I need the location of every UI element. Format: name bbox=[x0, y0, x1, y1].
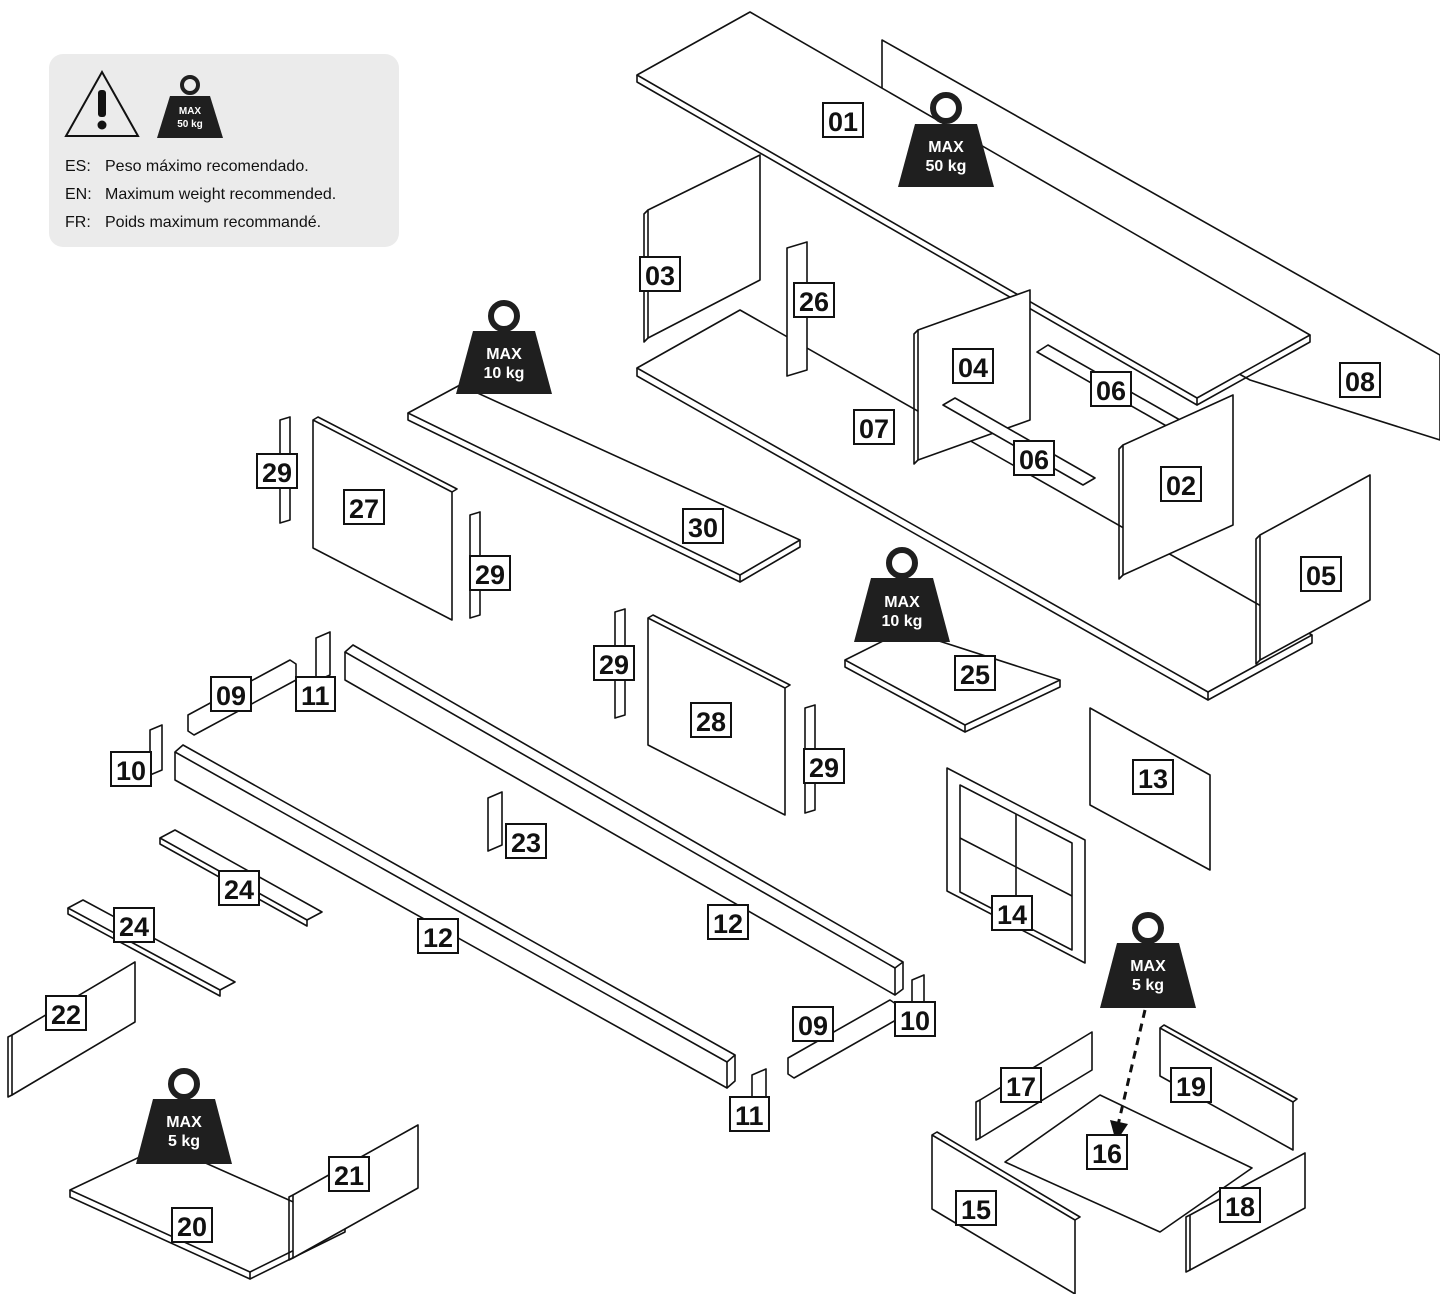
part-25-shelf bbox=[844, 629, 1061, 726]
part-label-11-b: 11 bbox=[729, 1096, 770, 1132]
load-arrow bbox=[1116, 1009, 1147, 1126]
part-16-drawer-bottom bbox=[1004, 1094, 1253, 1233]
part-label-09-b: 09 bbox=[792, 1006, 835, 1042]
lang-code: FR: bbox=[65, 214, 91, 231]
legend-text: Poids maximum recommandé. bbox=[105, 214, 322, 231]
part-label-30: 30 bbox=[682, 508, 725, 544]
part-label-09-a: 09 bbox=[210, 676, 253, 712]
lang-code: EN: bbox=[65, 186, 92, 203]
part-label-06-b: 06 bbox=[1013, 440, 1056, 476]
part-label-19: 19 bbox=[1170, 1067, 1213, 1103]
part-label-23: 23 bbox=[505, 823, 548, 859]
part-label-16: 16 bbox=[1086, 1134, 1129, 1170]
part-label-14: 14 bbox=[991, 895, 1034, 931]
part-label-04: 04 bbox=[952, 348, 995, 384]
part-label-11-a: 11 bbox=[295, 676, 336, 712]
part-label-29-c: 29 bbox=[593, 645, 636, 681]
part-19-drawer-back bbox=[1159, 1027, 1294, 1151]
part-label-29-a: 29 bbox=[256, 453, 299, 489]
part-label-05: 05 bbox=[1300, 556, 1343, 592]
part-label-28: 28 bbox=[690, 702, 733, 738]
legend-line-en: EN: Maximum weight recommended. bbox=[65, 186, 336, 204]
part-24-board-b bbox=[67, 899, 236, 991]
part-label-24-b: 24 bbox=[113, 907, 156, 943]
legend-icons: MAX 50 kg bbox=[64, 69, 223, 138]
part-label-15: 15 bbox=[955, 1190, 998, 1226]
part-label-03: 03 bbox=[639, 256, 682, 292]
legend-text: Maximum weight recommended. bbox=[105, 186, 337, 203]
part-label-17: 17 bbox=[1000, 1067, 1043, 1103]
legend-icon-weight: 50 kg bbox=[177, 119, 203, 130]
part-label-01: 01 bbox=[822, 102, 865, 138]
legend-panel: MAX 50 kg ES: Peso máximo recomendado. EN… bbox=[49, 54, 399, 247]
part-label-25: 25 bbox=[954, 655, 997, 691]
part-label-12-b: 12 bbox=[707, 904, 750, 940]
part-label-20: 20 bbox=[171, 1207, 214, 1243]
part-label-02: 02 bbox=[1160, 466, 1203, 502]
part-label-13: 13 bbox=[1132, 759, 1175, 795]
weight-icon-legend: MAX 50 kg bbox=[157, 75, 223, 138]
part-label-26: 26 bbox=[793, 282, 836, 318]
part-label-22: 22 bbox=[45, 995, 88, 1031]
warning-icon bbox=[64, 69, 140, 137]
legend-line-fr: FR: Poids maximum recommandé. bbox=[65, 214, 321, 232]
part-label-10-a: 10 bbox=[110, 751, 153, 787]
part-label-29-b: 29 bbox=[469, 555, 512, 591]
part-label-24-a: 24 bbox=[218, 870, 261, 906]
part-23-block bbox=[487, 791, 503, 852]
part-label-27: 27 bbox=[343, 489, 386, 525]
part-label-12-a: 12 bbox=[417, 918, 460, 954]
part-11-block-a bbox=[315, 631, 331, 682]
part-15-drawer-front bbox=[931, 1134, 1076, 1294]
part-label-06-a: 06 bbox=[1090, 371, 1133, 407]
part-03-side-panel bbox=[647, 154, 761, 339]
part-label-18: 18 bbox=[1219, 1187, 1262, 1223]
legend-line-es: ES: Peso máximo recomendado. bbox=[65, 158, 309, 176]
part-label-10-b: 10 bbox=[894, 1001, 937, 1037]
part-label-07: 07 bbox=[853, 409, 896, 445]
legend-icon-max: MAX bbox=[179, 106, 202, 117]
part-label-08: 08 bbox=[1339, 362, 1382, 398]
part-label-29-d: 29 bbox=[803, 748, 846, 784]
lang-code: ES: bbox=[65, 158, 91, 175]
part-label-21: 21 bbox=[328, 1156, 371, 1192]
legend-text: Peso máximo recomendado. bbox=[105, 158, 309, 175]
